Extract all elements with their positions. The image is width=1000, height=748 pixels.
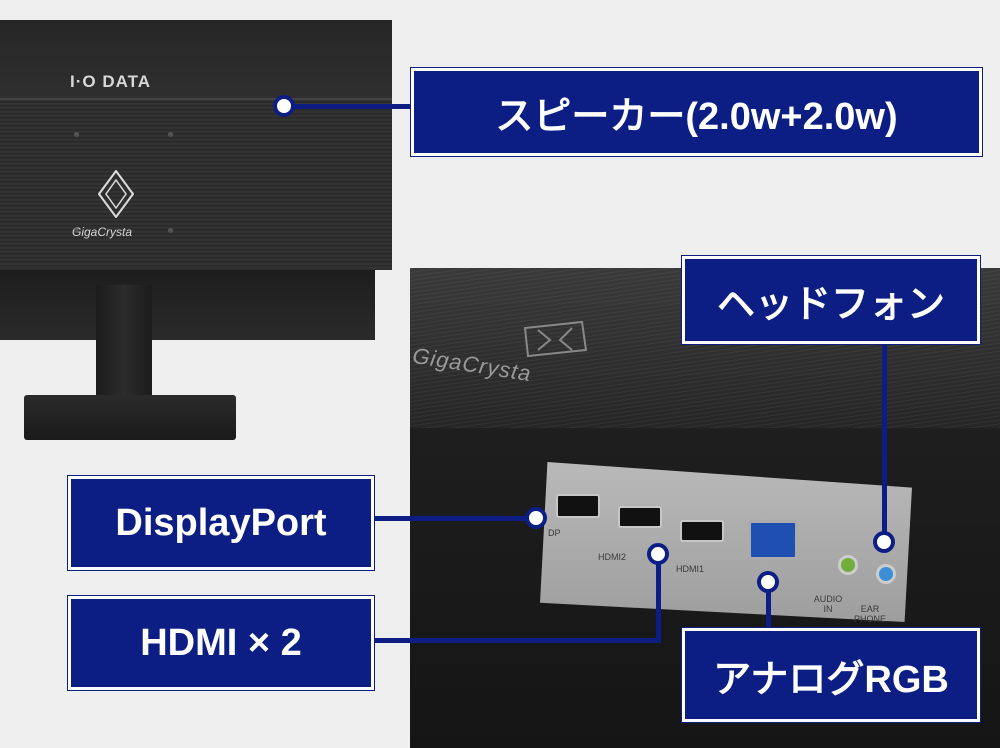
hdmi-callout: HDMI × 2 — [68, 596, 374, 690]
port-label-hdmi2: HDMI2 — [598, 552, 627, 562]
speaker-callout: スピーカー(2.0w+2.0w) — [411, 68, 982, 156]
speaker-callout-line — [284, 104, 414, 109]
brand-logo: I·O DATA — [70, 72, 152, 91]
displayport-callout-label: DisplayPort — [115, 501, 327, 544]
headphone-callout: ヘッドフォン — [682, 256, 980, 344]
monitor-back-panel: I·O DATA GigaCrysta — [0, 20, 392, 270]
monitor-back-top-band — [0, 20, 392, 100]
hdmi-callout-label: HDMI × 2 — [140, 621, 302, 664]
headphone-marker-dot — [873, 531, 895, 553]
port-panel — [540, 462, 912, 622]
stand-base — [24, 395, 236, 440]
stand-neck — [96, 285, 152, 410]
audio-in-jack — [838, 555, 858, 575]
port-label-hdmi1: HDMI1 — [676, 564, 705, 574]
monitor-bottom-strip — [0, 270, 375, 340]
analog-rgb-callout-label: アナログRGB — [713, 658, 949, 701]
hdmi-marker-dot — [647, 543, 669, 565]
displayport-marker-dot — [525, 507, 547, 529]
analog-rgb-callout: アナログRGB — [682, 628, 980, 722]
earphone-jack — [876, 564, 896, 584]
hdmi-callout-line-vertical — [656, 553, 661, 643]
vesa-screw — [168, 132, 173, 137]
vga-port — [748, 520, 798, 560]
displayport-port — [556, 494, 600, 518]
headphone-callout-line — [882, 340, 887, 540]
vesa-screw — [168, 228, 173, 233]
series-logo-text: GigaCrysta — [72, 225, 133, 239]
gigacrysta-logo-icon — [98, 170, 134, 218]
hdmi2-port — [618, 506, 662, 528]
displayport-callout-line — [368, 516, 538, 521]
analog-rgb-callout-line — [766, 580, 771, 630]
port-label-dp: DP — [548, 528, 561, 538]
hdmi-callout-line-horizontal — [368, 638, 661, 643]
analog-rgb-marker-dot — [757, 571, 779, 593]
vesa-screw — [74, 228, 79, 233]
port-label-audio-in: AUDIO IN — [813, 594, 843, 614]
speaker-marker-dot — [273, 95, 295, 117]
displayport-callout: DisplayPort — [68, 476, 374, 570]
gigacrysta-logo-icon — [523, 320, 588, 358]
port-label-ear-phone: EAR PHONE — [853, 604, 886, 624]
headphone-callout-label: ヘッドフォン — [716, 283, 945, 326]
hdmi1-port — [680, 520, 724, 542]
speaker-callout-label: スピーカー(2.0w+2.0w) — [495, 95, 898, 138]
vesa-screw — [74, 132, 79, 137]
